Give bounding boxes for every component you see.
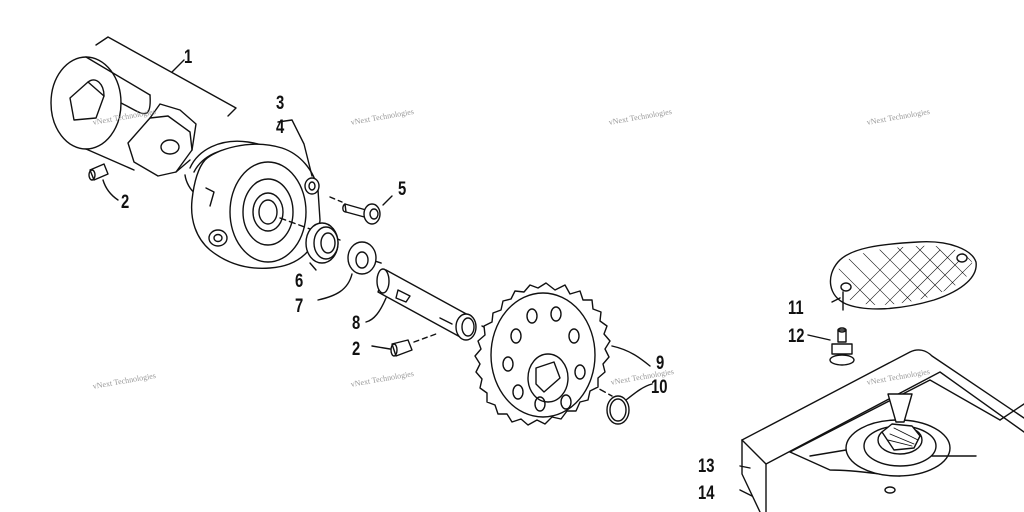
callout-5: 5 [398,179,407,200]
drive-gear [474,282,651,426]
callout-11: 11 [788,298,804,319]
outer-rotor [50,56,151,171]
drive-shaft [365,268,477,341]
callout-3: 3 [276,93,285,114]
callout-13: 13 [698,456,715,477]
bolt [329,195,393,225]
callout-14: 14 [698,483,715,504]
washer [317,241,377,301]
leader-line-1 [95,36,237,117]
pin-upper [88,163,119,201]
callout-7: 7 [295,296,304,317]
axis-line [564,369,613,397]
screen-bolt [807,327,855,366]
callout-8: 8 [352,313,361,334]
callout-1: 1 [184,47,193,68]
callout-2: 2 [121,192,130,213]
callout-10: 10 [651,377,668,398]
seal [305,222,339,271]
callout-12: 12 [788,326,805,347]
pin-lower [371,333,437,357]
pump-housing [190,119,321,270]
callout-4: 4 [276,117,285,138]
oil-screen [829,241,977,311]
oil-pan-housing [739,349,1024,512]
inner-rotor [127,103,197,177]
callout-6: 6 [295,271,304,292]
circlip [606,383,653,425]
callout-2-lower: 2 [352,339,361,360]
callout-9: 9 [656,353,665,374]
